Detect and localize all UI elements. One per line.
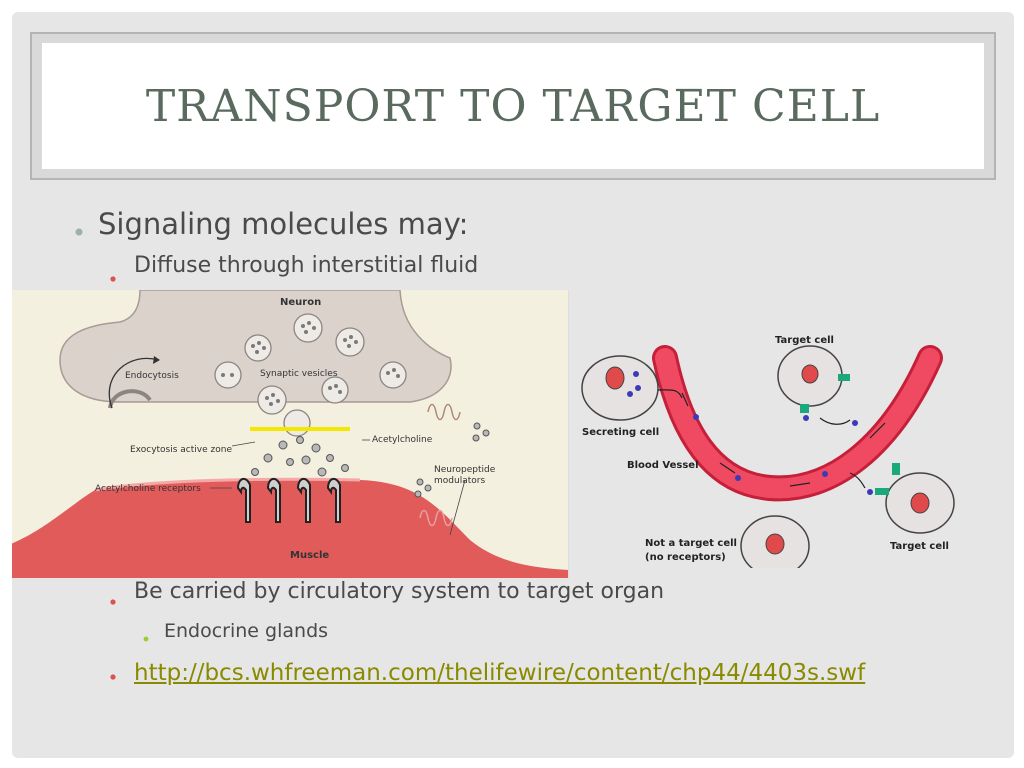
label-blood-vessel: Blood Vessel [627,460,699,471]
title-box: Transport to target cell [42,43,984,169]
swf-link[interactable]: http://bcs.whfreeman.com/thelifewire/con… [134,660,866,686]
bullet-endocrine-glands: Endocrine glands [164,620,329,642]
bullet-dot-icon [110,674,116,680]
label-muscle: Muscle [290,550,329,561]
bullet-dot-icon [110,276,116,282]
label-modulators: modulators [434,476,485,486]
label-neuropeptide: Neuropeptide [434,465,496,475]
synapse-diagram: Neuron Endocytosis Synaptic vesicles Exo… [12,289,568,578]
bullet-carried-circulatory: Be carried by circulatory system to targ… [134,579,665,604]
label-neuron: Neuron [280,297,321,308]
label-not-target-1: Not a target cell [645,538,737,549]
label-ach-receptors: Acetylcholine receptors [95,484,201,494]
bullet-dot-icon [110,599,116,605]
bullet-signaling-molecules: Signaling molecules may: [98,207,469,241]
slide: Transport to target cell Signaling molec… [12,12,1014,758]
label-not-target-2: (no receptors) [645,552,726,563]
bullet-diffuse: Diffuse through interstitial fluid [134,253,479,278]
label-target-cell-top: Target cell [775,335,834,346]
circulation-figure: Target cell Secreting cell Blood Vessel … [570,318,970,577]
bullet-dot-icon [75,228,83,236]
synapse-figure: Neuron Endocytosis Synaptic vesicles Exo… [12,289,569,578]
label-exocytosis: Exocytosis active zone [130,445,232,455]
label-secreting-cell: Secreting cell [582,427,659,438]
bullet-dot-icon [143,636,149,642]
title-frame: Transport to target cell [30,32,996,180]
label-acetylcholine: Acetylcholine [372,435,433,445]
label-target-cell-bottom: Target cell [890,541,949,552]
label-endocytosis: Endocytosis [125,371,179,381]
slide-title: Transport to target cell [145,80,881,132]
circulation-diagram: Target cell Secreting cell Blood Vessel … [581,335,955,577]
label-synaptic-vesicles: Synaptic vesicles [260,369,338,379]
